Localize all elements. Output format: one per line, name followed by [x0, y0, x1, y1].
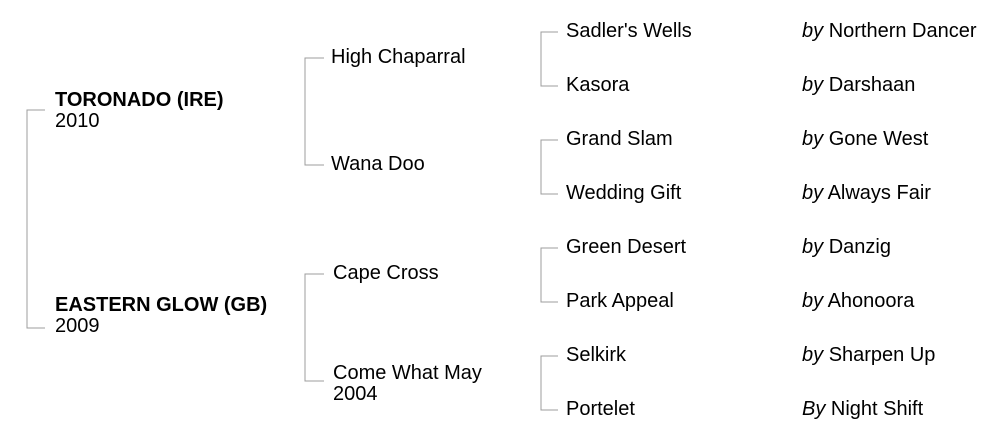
ancestor-name-green-desert: Green Desert [566, 236, 687, 258]
sire-name: Gone West [828, 128, 929, 150]
easternglow-sire-name: Cape Cross [333, 262, 439, 284]
sire-name: Sharpen Up [828, 344, 936, 366]
easternglow-dam-name: Come What May [333, 362, 482, 384]
bracket-toronado-parents [304, 57, 324, 166]
sire-name: Northern Dancer [828, 20, 977, 42]
by-label: by [802, 128, 824, 150]
ancestor-sire-note-always-fair: by Always Fair [802, 183, 931, 204]
sire-name: Danzig [828, 236, 891, 258]
subject-sire-year: 2010 [55, 110, 100, 132]
bracket-comewhatmay-parents [540, 355, 558, 411]
subject-dam: EASTERN GLOW (GB) 2009 [55, 295, 267, 337]
toronado-dam-name: Wana Doo [331, 153, 425, 175]
ancestor-sire-note-night-shift: By Night Shift [802, 399, 923, 420]
ancestor-name-kasora: Kasora [566, 74, 630, 96]
ancestor-sire-note-northern-dancer: by Northern Dancer [802, 21, 977, 42]
bracket-wanadoo-parents [540, 139, 558, 195]
sire-name: Darshaan [828, 74, 916, 96]
sire-name: Ahonoora [827, 290, 915, 312]
sire-name: Always Fair [827, 182, 931, 204]
by-label: by [802, 182, 824, 204]
subject-sire: TORONADO (IRE) 2010 [55, 90, 224, 132]
bracket-capecross-parents [540, 247, 558, 303]
by-label: by [802, 290, 824, 312]
ancestor-name-selkirk: Selkirk [566, 344, 627, 366]
ancestor-name-park-appeal: Park Appeal [566, 290, 674, 312]
ancestor-name-portelet: Portelet [566, 398, 635, 420]
ancestor-name-wedding-gift: Wedding Gift [566, 182, 682, 204]
ancestor-sire-note-ahonoora: by Ahonoora [802, 291, 914, 312]
by-label: by [802, 74, 824, 96]
by-label: by [802, 344, 824, 366]
by-label: by [802, 236, 824, 258]
toronado-sire-name: High Chaparral [331, 46, 466, 68]
subject-dam-name: EASTERN GLOW (GB) [55, 294, 268, 316]
ancestor-sire-note-danzig: by Danzig [802, 237, 891, 258]
bracket-easternglow-parents [304, 273, 324, 382]
easternglow-dam: Come What May 2004 [333, 363, 482, 405]
by-label: by [802, 20, 824, 42]
by-label: By [802, 398, 826, 420]
ancestor-sire-note-gone-west: by Gone West [802, 129, 928, 150]
bracket-highchaparral-parents [540, 31, 558, 87]
ancestor-sire-note-darshaan: by Darshaan [802, 75, 915, 96]
ancestor-name-sadlers-wells: Sadler's Wells [566, 20, 692, 42]
ancestor-sire-note-sharpen-up: by Sharpen Up [802, 345, 935, 366]
sire-name: Night Shift [830, 398, 924, 420]
subject-dam-year: 2009 [55, 315, 100, 337]
easternglow-dam-year: 2004 [333, 383, 378, 405]
subject-sire-name: TORONADO (IRE) [55, 89, 224, 111]
bracket-root [26, 109, 45, 329]
ancestor-name-grand-slam: Grand Slam [566, 128, 673, 150]
